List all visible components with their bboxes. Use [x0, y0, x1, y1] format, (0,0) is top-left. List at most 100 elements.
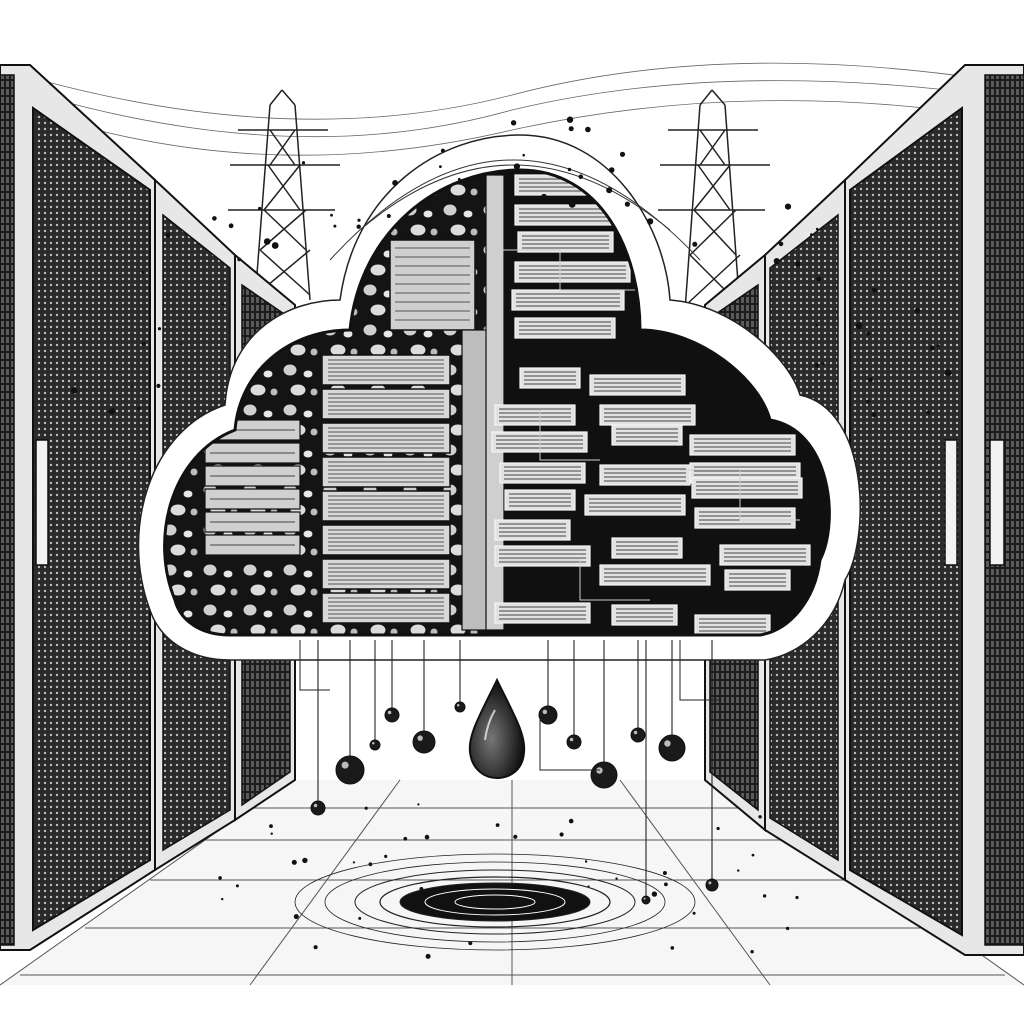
dot: [568, 200, 576, 208]
transmission-tower-left: [228, 89, 340, 301]
dot: [936, 344, 940, 348]
hanging-cables: [299, 640, 720, 905]
dot: [313, 945, 318, 950]
orbit-arcs: [329, 159, 701, 261]
dot: [480, 177, 483, 181]
server-unit: [204, 442, 301, 464]
dot: [141, 341, 146, 346]
dot: [403, 836, 408, 841]
dot: [810, 233, 813, 237]
dot: [751, 853, 755, 857]
server-unit: [204, 511, 301, 533]
server-unit: [689, 434, 796, 456]
dot: [424, 834, 430, 840]
server-unit: [499, 462, 586, 484]
server-unit: [514, 261, 631, 283]
server-unit: [321, 524, 451, 556]
dot: [816, 276, 822, 282]
dot: [615, 877, 618, 880]
dot: [109, 408, 116, 415]
dot: [218, 876, 222, 880]
dot: [235, 884, 239, 888]
rack-handle: [944, 439, 958, 566]
dot: [141, 270, 145, 274]
server-unit: [724, 569, 791, 591]
dot: [333, 224, 337, 228]
dot: [778, 241, 784, 247]
server-unit: [599, 564, 711, 586]
server-unit: [599, 404, 696, 426]
dot: [302, 857, 308, 864]
dot: [758, 815, 762, 819]
dot: [855, 322, 863, 330]
dot: [821, 362, 825, 366]
dot: [107, 410, 111, 414]
dot: [237, 257, 242, 262]
dot: [868, 377, 873, 383]
cloud-server-stack-right: [491, 174, 811, 635]
dot: [814, 363, 820, 368]
server-unit: [694, 507, 796, 529]
server-unit: [694, 614, 771, 635]
dot: [785, 926, 790, 931]
dot: [228, 223, 234, 229]
dot: [815, 324, 818, 327]
dot: [513, 834, 518, 839]
dot: [357, 218, 361, 222]
server-unit: [514, 204, 616, 226]
dot: [578, 174, 584, 179]
dot: [468, 941, 473, 946]
dot: [271, 242, 279, 249]
dot: [568, 818, 574, 824]
dot: [664, 882, 668, 887]
server-unit: [494, 545, 591, 567]
cable-bead: [658, 640, 686, 762]
cable-bead: [705, 640, 719, 892]
dot: [871, 287, 878, 293]
cable-bead: [566, 640, 582, 750]
dot: [662, 871, 667, 875]
dot: [561, 200, 564, 203]
server-unit: [514, 317, 616, 339]
dot: [716, 826, 720, 831]
cable-bead: [310, 640, 326, 816]
server-unit: [321, 422, 451, 454]
server-unit: [494, 602, 591, 624]
dot: [944, 369, 952, 377]
dot: [221, 303, 224, 306]
dot: [330, 213, 333, 217]
dot: [651, 891, 658, 897]
dot: [263, 238, 271, 245]
server-unit: [321, 490, 451, 522]
scattered-dots: [71, 116, 952, 959]
dot: [156, 383, 161, 388]
dot: [157, 327, 162, 331]
dot: [866, 399, 870, 404]
dot: [795, 261, 801, 267]
server-unit: [389, 239, 476, 331]
dot: [439, 165, 442, 169]
dot: [606, 187, 613, 194]
cable-bead: [335, 640, 365, 785]
transmission-tower-right: [658, 89, 770, 311]
server-unit: [611, 424, 683, 446]
server-unit: [589, 374, 686, 396]
dot: [692, 241, 698, 247]
server-unit: [519, 367, 581, 389]
dot: [364, 806, 368, 810]
dot: [386, 214, 391, 218]
dot: [165, 232, 171, 238]
dot: [795, 895, 799, 900]
dot: [180, 342, 183, 346]
dot: [926, 410, 931, 415]
dot: [784, 203, 792, 210]
dot: [646, 218, 654, 225]
dot: [619, 151, 626, 157]
dot: [291, 859, 297, 865]
dot: [522, 153, 525, 157]
dot: [516, 201, 520, 205]
server-unit: [204, 534, 301, 556]
dot: [392, 180, 398, 186]
